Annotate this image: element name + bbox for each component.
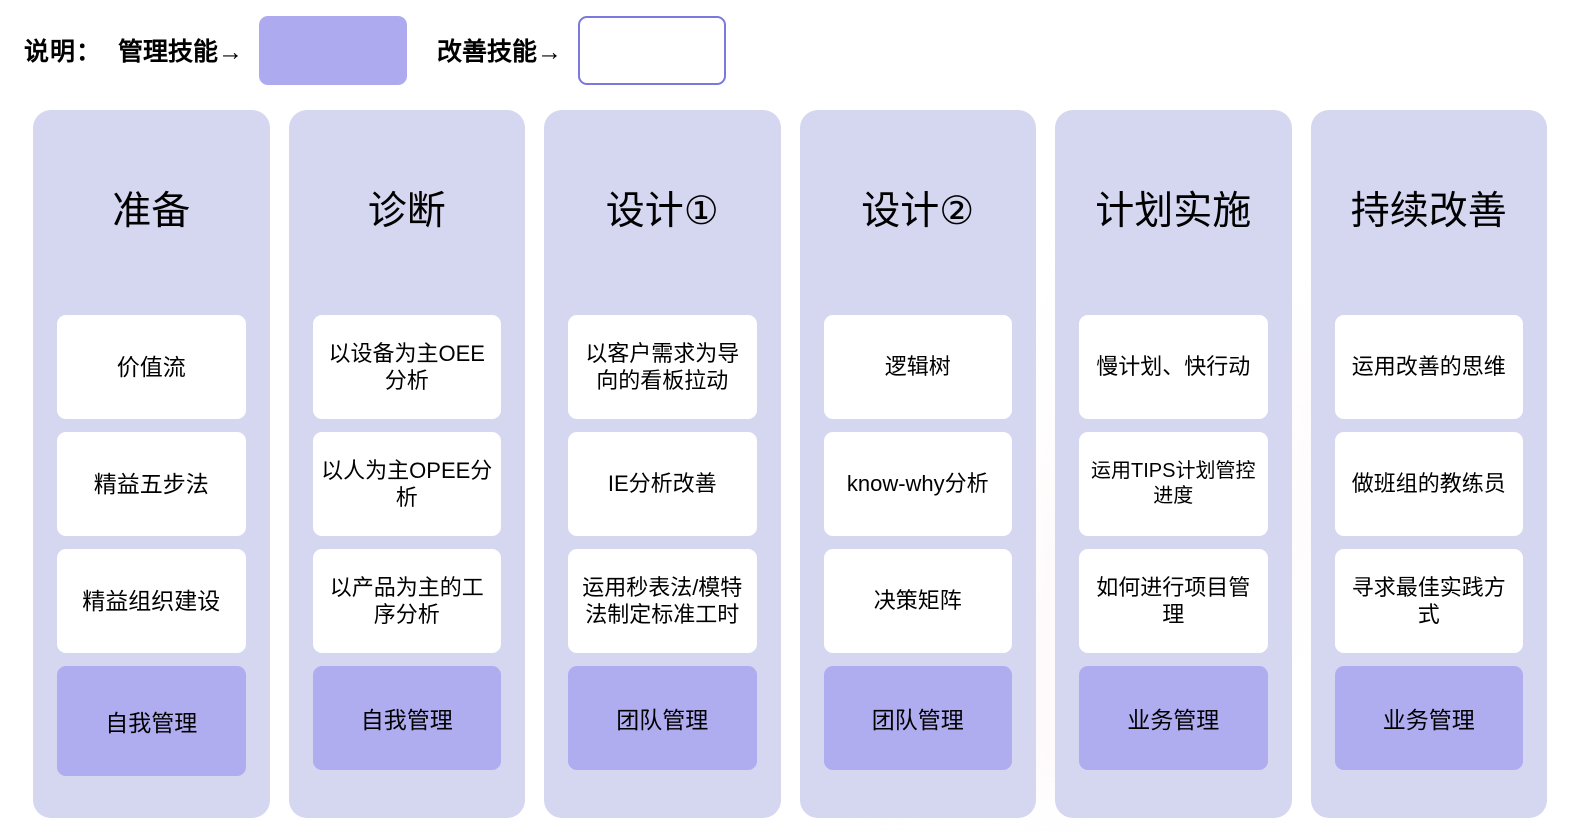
skill-card[interactable]: know-why分析 (823, 432, 1012, 536)
card-list: 以设备为主OEE分析 以人为主OPEE分析 以产品为主的工序分析 (312, 315, 501, 653)
phase-column-preparation: 准备 价值流 精益五步法 精益组织建设 自我管理 (33, 110, 270, 818)
legend-item-improvement-skill: 改善技能→ (437, 15, 727, 85)
management-skill-tag[interactable]: 自我管理 (57, 666, 246, 776)
card-list: 慢计划、快行动 运用TIPS计划管控进度 如何进行项目管理 (1079, 315, 1268, 653)
column-header: 持续改善 (1350, 190, 1507, 234)
skill-card[interactable]: IE分析改善 (568, 432, 757, 536)
skill-card[interactable]: 寻求最佳实践方式 (1334, 549, 1523, 653)
legend-swatch-improvement-skill (578, 15, 727, 85)
column-header: 诊断 (367, 190, 446, 234)
phase-column-diagnosis: 诊断 以设备为主OEE分析 以人为主OPEE分析 以产品为主的工序分析 自我管理 (288, 110, 525, 818)
skill-card[interactable]: 决策矩阵 (823, 549, 1012, 653)
management-skill-tag[interactable]: 团队管理 (823, 666, 1012, 770)
card-list: 以客户需求为导向的看板拉动 IE分析改善 运用秒表法/模特法制定标准工时 (568, 315, 757, 653)
legend-item-management-skill: 管理技能→ (118, 15, 408, 85)
skill-card[interactable]: 做班组的教练员 (1334, 432, 1523, 536)
column-header: 计划实施 (1095, 190, 1252, 234)
column-header: 设计① (605, 190, 719, 234)
phase-column-continuous-improvement: 持续改善 运用改善的思维 做班组的教练员 寻求最佳实践方式 业务管理 (1310, 110, 1547, 818)
skill-card[interactable]: 以产品为主的工序分析 (312, 549, 501, 653)
phase-column-plan-implementation: 计划实施 慢计划、快行动 运用TIPS计划管控进度 如何进行项目管理 业务管理 (1055, 110, 1292, 818)
skill-card[interactable]: 以设备为主OEE分析 (312, 315, 501, 419)
skill-card[interactable]: 如何进行项目管理 (1079, 549, 1268, 653)
skill-card[interactable]: 精益五步法 (57, 432, 246, 536)
card-list: 运用改善的思维 做班组的教练员 寻求最佳实践方式 (1334, 315, 1523, 653)
legend: 说明： 管理技能→ 改善技能→ (24, 0, 727, 100)
phase-column-design-2: 设计② 逻辑树 know-why分析 决策矩阵 团队管理 (799, 110, 1036, 818)
management-skill-tag[interactable]: 业务管理 (1079, 666, 1268, 770)
phase-board: 准备 价值流 精益五步法 精益组织建设 自我管理 诊断 以设备为主OEE分析 以… (33, 110, 1547, 818)
management-skill-tag[interactable]: 自我管理 (312, 666, 501, 770)
skill-card[interactable]: 以客户需求为导向的看板拉动 (568, 315, 757, 419)
skill-card[interactable]: 逻辑树 (823, 315, 1012, 419)
legend-swatch-management-skill (259, 15, 408, 85)
card-list: 价值流 精益五步法 精益组织建设 (57, 315, 246, 653)
legend-label-improvement-skill: 改善技能→ (437, 38, 563, 66)
skill-card[interactable]: 运用TIPS计划管控进度 (1079, 432, 1268, 536)
management-skill-tag[interactable]: 团队管理 (568, 666, 757, 770)
legend-label-management-skill: 管理技能→ (118, 38, 244, 66)
card-list: 逻辑树 know-why分析 决策矩阵 (823, 315, 1012, 653)
column-header: 准备 (112, 190, 191, 234)
skill-card[interactable]: 价值流 (57, 315, 246, 419)
skill-card[interactable]: 慢计划、快行动 (1079, 315, 1268, 419)
skill-card[interactable]: 运用改善的思维 (1334, 315, 1523, 419)
column-header: 设计② (861, 190, 975, 234)
legend-title: 说明： (24, 38, 103, 66)
management-skill-tag[interactable]: 业务管理 (1334, 666, 1523, 770)
skill-card[interactable]: 运用秒表法/模特法制定标准工时 (568, 549, 757, 653)
skill-card[interactable]: 以人为主OPEE分析 (312, 432, 501, 536)
skill-card[interactable]: 精益组织建设 (57, 549, 246, 653)
phase-column-design-1: 设计① 以客户需求为导向的看板拉动 IE分析改善 运用秒表法/模特法制定标准工时… (544, 110, 781, 818)
